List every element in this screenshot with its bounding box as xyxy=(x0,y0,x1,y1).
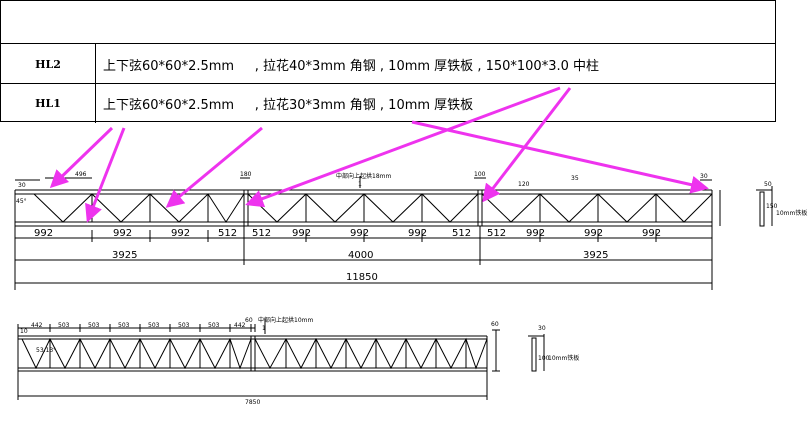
dim-top: 442 xyxy=(31,322,43,329)
subtotal-dim: 4000 xyxy=(348,250,373,261)
total-dim: 7850 xyxy=(245,399,260,406)
dim-top: 503 xyxy=(58,322,70,329)
dim-top: 442 xyxy=(234,322,246,329)
segment-dim: 512 xyxy=(218,228,237,239)
row-code: HL1 xyxy=(1,84,96,123)
segment-dim: 992 xyxy=(34,228,53,239)
subtotal-dim: 3925 xyxy=(112,250,137,261)
segment-dim: 512 xyxy=(452,228,471,239)
side-dim: 100 xyxy=(538,355,550,362)
arrow-center-column-2 xyxy=(482,87,572,203)
side-plate-label: 10mm铁板 xyxy=(776,209,807,217)
dim-top: 503 xyxy=(88,322,100,329)
segment-dim: 992 xyxy=(350,228,369,239)
arch-note: 中部向上起拱18mm xyxy=(336,172,391,180)
table-row-hl1: HL1 上下弦60*60*2.5mm , 拉花30*3mm 角钢 , 10mm … xyxy=(1,83,775,123)
angle-label: 53.13° xyxy=(36,347,56,354)
dim-top: 100 xyxy=(474,171,486,178)
dim-top: 503 xyxy=(118,322,130,329)
segment-dim: 512 xyxy=(487,228,506,239)
truss-1-labels: 中部向上起拱18mm 1 30 496 180 100 120 35 30 45… xyxy=(16,171,807,283)
arch-note: 中部向上起拱10mm xyxy=(258,316,313,324)
dim-top: 180 xyxy=(240,171,252,178)
arrow-center-column-1 xyxy=(245,86,561,208)
segment-dim: 992 xyxy=(292,228,311,239)
dim-top: 503 xyxy=(148,322,160,329)
row-code: HL2 xyxy=(1,44,96,84)
spec-table: HL2 上下弦60*60*2.5mm , 拉花40*3mm 角钢 , 10mm … xyxy=(0,0,776,123)
dim-top: 10 xyxy=(20,328,28,335)
callout-arrows xyxy=(49,86,709,223)
dim-top: 60 xyxy=(245,317,253,324)
segment-dim: 992 xyxy=(526,228,545,239)
arrow-upper-chord-1 xyxy=(49,126,114,189)
dim-top: 503 xyxy=(178,322,190,329)
side-dim: 50 xyxy=(764,181,772,188)
segment-dim: 512 xyxy=(252,228,271,239)
table-row-hl2: HL2 上下弦60*60*2.5mm , 拉花40*3mm 角钢 , 10mm … xyxy=(1,43,775,84)
row-spec: 上下弦60*60*2.5mm , 拉花40*3mm 角钢 , 10mm 厚铁板 … xyxy=(103,58,569,74)
dim-top: 503 xyxy=(208,322,220,329)
dim-top: 60 xyxy=(491,321,499,328)
dim-top: 35 xyxy=(571,175,579,182)
arch-note-mark: 1 xyxy=(358,181,362,188)
dim-top: 120 xyxy=(518,181,530,188)
arrow-web xyxy=(165,126,263,208)
segment-dim: 992 xyxy=(642,228,661,239)
dim-top: 30 xyxy=(700,173,708,180)
truss-2 xyxy=(17,318,545,400)
dim-top: 496 xyxy=(75,171,87,178)
row-spec: 上下弦60*60*2.5mm , 拉花30*3mm 角钢 , 10mm 厚铁板 xyxy=(103,98,474,113)
side-plate-label: 10mm铁板 xyxy=(548,354,579,362)
arrow-lower-chord xyxy=(85,127,126,223)
segment-dim: 992 xyxy=(584,228,603,239)
segment-dim: 992 xyxy=(113,228,132,239)
segment-dim: 992 xyxy=(171,228,190,239)
side-dim: 30 xyxy=(538,325,546,332)
dim-top: 30 xyxy=(18,182,26,189)
side-dim: 150 xyxy=(766,203,778,210)
arrow-plate xyxy=(411,120,709,194)
truss-1 xyxy=(14,176,773,290)
total-dim: 11850 xyxy=(346,272,378,283)
segment-dim: 992 xyxy=(408,228,427,239)
truss-2-labels: 中部向上起拱10mm 1 10 442 503 503 503 503 503 … xyxy=(20,316,579,406)
arch-note-mark: 1 xyxy=(262,325,266,332)
angle-label: 45° xyxy=(16,198,27,205)
center-column-callout: 中柱 xyxy=(573,59,600,74)
subtotal-dim: 3925 xyxy=(583,250,608,261)
